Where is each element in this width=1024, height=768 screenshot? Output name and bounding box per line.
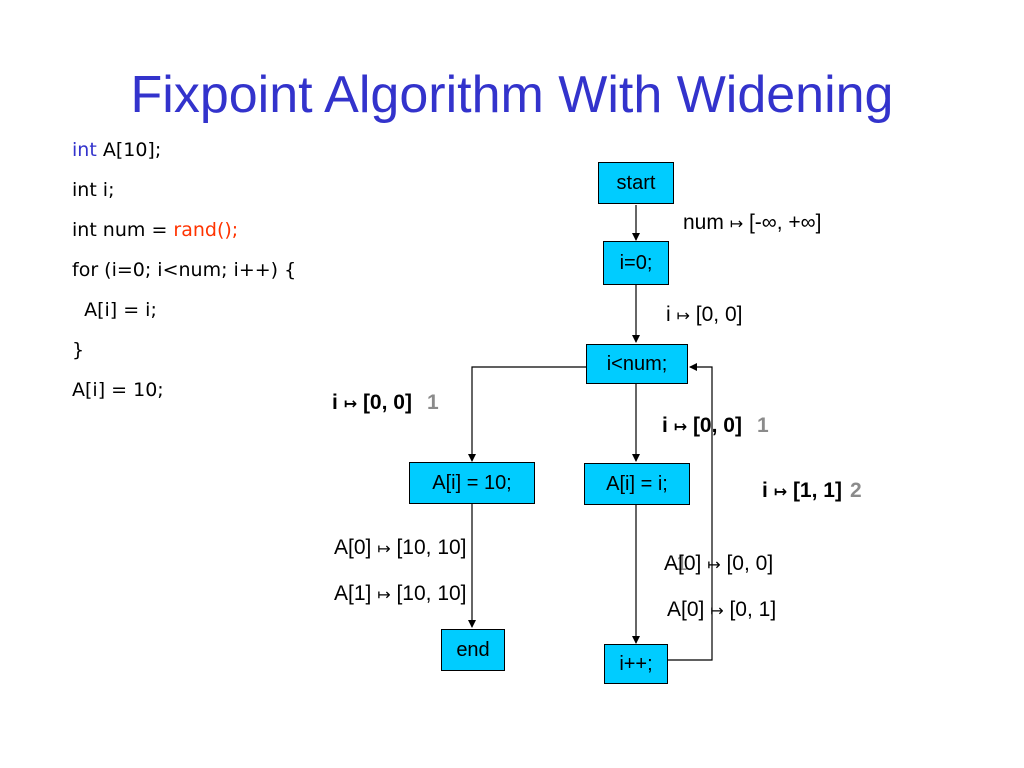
code-keyword-int: int	[72, 139, 97, 161]
mapsto-icon: ↦	[773, 482, 788, 501]
code-rand-call: rand();	[173, 219, 239, 241]
annotation-a-body-overlap-overlay: 1	[676, 552, 688, 575]
code-line-2: int i;	[72, 179, 115, 201]
node-increment: i++;	[604, 644, 668, 684]
edge-cond-to-exit	[468, 366, 586, 462]
mapsto-icon: ↦	[377, 539, 391, 558]
code-line-3: int num = rand();	[72, 218, 238, 242]
annotation-i-after-incr-overlay: 2	[850, 479, 862, 502]
mapsto-icon: ↦	[673, 417, 688, 436]
code-line-7: A[i] = 10;	[72, 379, 164, 401]
code-line-6: }	[72, 339, 85, 361]
edge-incr-to-cond	[668, 363, 713, 661]
code-line-5: A[i] = i;	[72, 299, 157, 321]
slide-title: Fixpoint Algorithm With Widening	[130, 66, 894, 124]
annotation-i-exit: i ↦ [0, 0]	[332, 391, 412, 414]
mapsto-icon: ↦	[377, 585, 391, 604]
code-line-4: for (i=0; i<num; i++) {	[72, 259, 297, 281]
code-num-decl: int num =	[72, 219, 174, 241]
annotation-i-exit-overlay: 1	[427, 391, 439, 414]
node-condition: i<num;	[586, 344, 688, 384]
code-line-1: int A[10];	[72, 138, 161, 162]
annotation-a1-exit: A[1] ↦ [10, 10]	[334, 582, 467, 605]
code-array-decl: A[10];	[96, 139, 162, 161]
node-end: end	[441, 629, 505, 671]
annotation-i-after-init: i ↦ [0, 0]	[666, 303, 743, 326]
mapsto-icon: ↦	[710, 601, 724, 620]
node-exit-assign: A[i] = 10;	[409, 462, 535, 504]
annotation-i-body: i ↦ [0, 0]	[662, 414, 742, 437]
annotation-i-after-incr: i ↦ [1, 1]	[762, 479, 842, 502]
mapsto-icon: ↦	[343, 394, 358, 413]
annotation-a0-body: A[0] ↦ [0, 1]	[667, 598, 777, 621]
node-body-assign: A[i] = i;	[584, 463, 690, 505]
mapsto-icon: ↦	[729, 214, 744, 233]
annotation-a-body-overlap: A[0] ↦ [0, 0]	[664, 552, 774, 575]
mapsto-icon: ↦	[676, 306, 690, 325]
mapsto-icon: ↦	[707, 555, 721, 574]
annotation-num-range: num ↦ [-∞, +∞]	[683, 211, 822, 234]
annotation-i-body-overlay: 1	[757, 414, 769, 437]
node-start: start	[598, 162, 674, 204]
node-init: i=0;	[603, 241, 669, 285]
annotation-a0-exit: A[0] ↦ [10, 10]	[334, 536, 467, 559]
